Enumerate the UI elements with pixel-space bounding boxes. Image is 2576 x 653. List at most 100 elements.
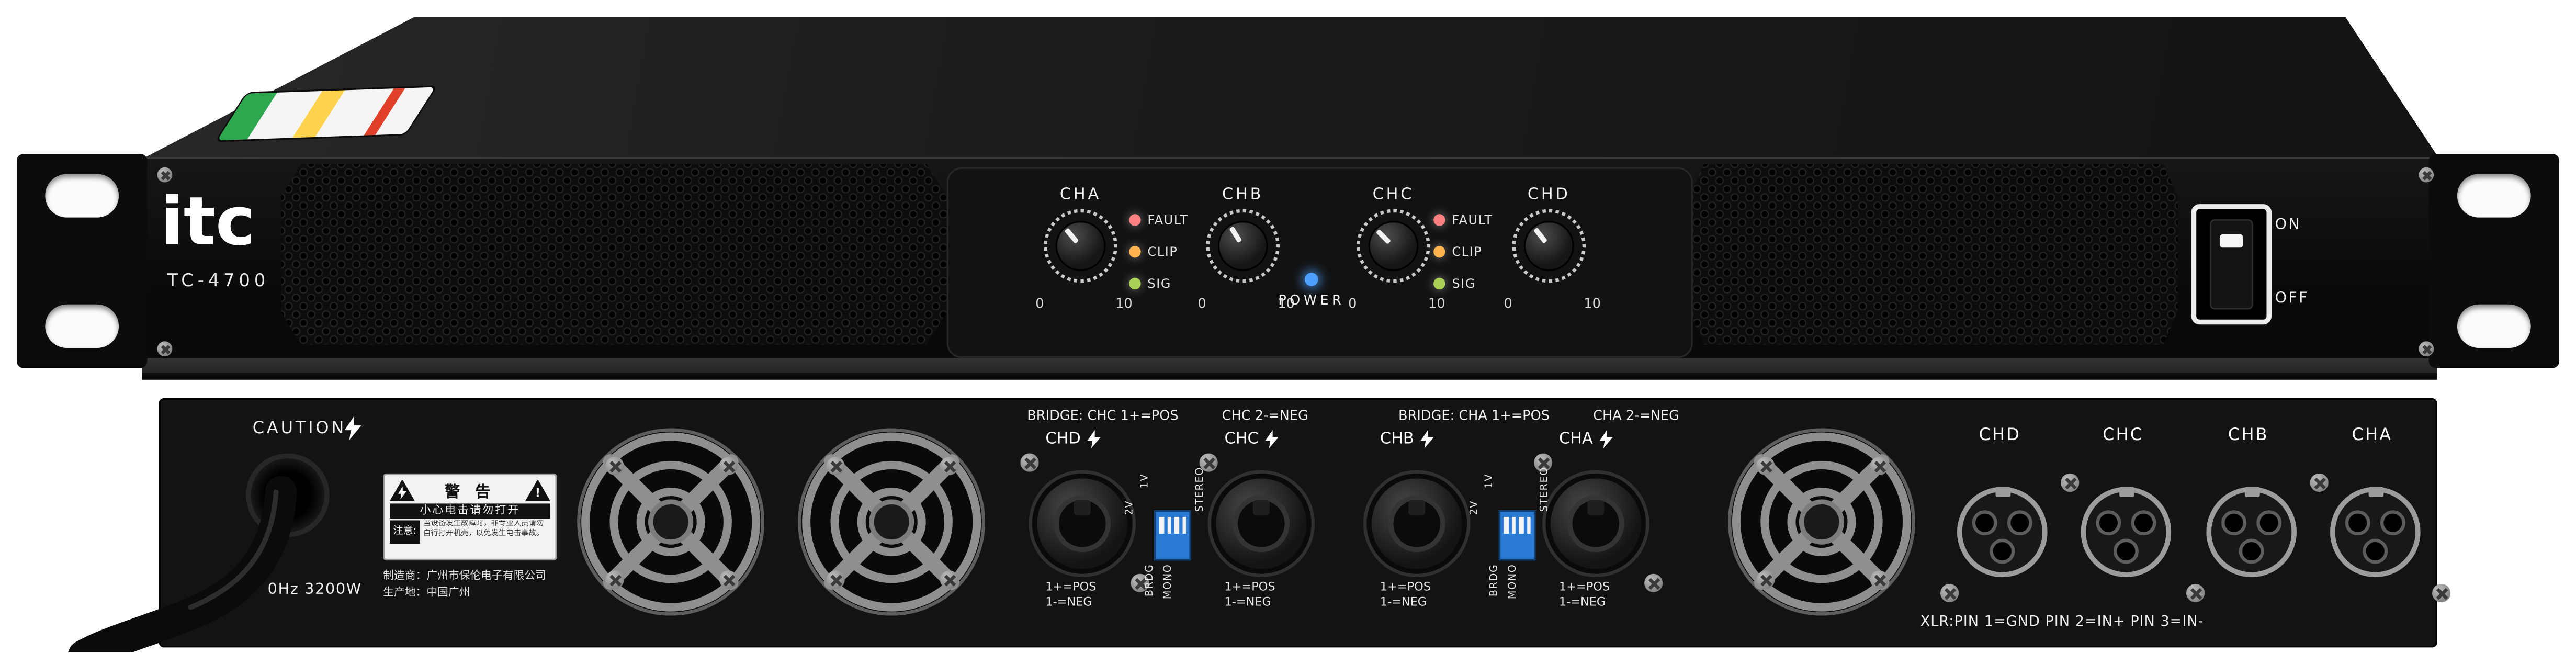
chassis-bottom-edge — [142, 358, 2437, 380]
channel-group-cha: CHA 0 10 — [1035, 185, 1132, 340]
knob-tick-ring — [1044, 209, 1117, 283]
warning-line: 小心电击请勿打开 — [389, 503, 550, 519]
screw-icon — [940, 570, 959, 589]
screw-icon — [719, 456, 738, 476]
power-rating: 0Hz 3200W — [267, 582, 362, 599]
origin-line: 生产地：中国广州 — [383, 586, 470, 599]
mode-dip-switch-left: 2V 1V STEREO BRDG MONO — [1124, 467, 1206, 600]
xlr-pinout-note: XLR:PIN 1=GND PIN 2=IN+ PIN 3=IN- — [1920, 614, 2204, 631]
cooling-fan — [798, 429, 985, 616]
dip-switch-block — [1498, 510, 1536, 561]
warning-title: 警 告 — [445, 484, 495, 501]
bolt-icon — [1265, 430, 1279, 448]
screw-icon — [1870, 456, 1889, 476]
rack-ear-right — [2428, 154, 2560, 368]
gain-knob-chd — [1512, 209, 1586, 283]
speakon-output-chb — [1371, 478, 1462, 569]
channel-group-chd: CHD 0 10 — [1504, 186, 1600, 340]
led-indicators-ab: FAULT CLIP SIG — [1129, 209, 1206, 305]
power-led — [1304, 273, 1318, 286]
scale-max: 10 — [1584, 296, 1601, 311]
channel-group-chb: CHB 0 10 — [1197, 185, 1294, 340]
screw-icon — [157, 341, 173, 357]
clip-led — [1433, 245, 1445, 257]
front-panel: itc TC-4700 CHA 0 10 FAULT CLIP SIG CHB — [16, 14, 2560, 380]
bolt-icon — [1420, 430, 1434, 448]
xlr-input-chd — [1957, 487, 2048, 578]
cooling-fan — [1728, 429, 1915, 616]
screw-icon — [1756, 570, 1775, 589]
bolt-icon — [1087, 430, 1101, 448]
rocker — [2209, 219, 2253, 310]
vent-grille-left — [281, 164, 947, 345]
fault-led — [1433, 213, 1445, 226]
screw-icon — [2061, 473, 2080, 492]
certification-sticker — [217, 87, 435, 141]
brand-logo: itc — [160, 184, 255, 261]
power-switch — [2191, 204, 2272, 325]
scale-min: 0 — [1035, 296, 1044, 311]
switch-on-label: ON — [2275, 217, 2302, 234]
knob-pointer — [1375, 229, 1391, 244]
screw-icon — [826, 570, 845, 589]
xlr-label-chc: CHC — [2103, 426, 2144, 445]
speakon-label-chc: CHC — [1224, 430, 1279, 448]
xlr-label-cha: CHA — [2352, 426, 2393, 445]
mode-dip-switch-right: 2V 1V STEREO BRDG MONO — [1468, 467, 1551, 600]
knob-tick-ring — [1357, 209, 1430, 283]
screw-icon — [605, 456, 624, 476]
screw-icon — [2186, 583, 2205, 603]
shock-triangle-icon — [389, 479, 415, 501]
channel-label: CHB — [1222, 185, 1264, 205]
screw-icon — [2419, 341, 2434, 357]
speakon-label-cha: CHA — [1559, 430, 1613, 448]
switch-off-label: OFF — [2275, 291, 2309, 308]
screw-icon — [719, 570, 738, 589]
screw-icon — [1534, 453, 1553, 472]
vent-grille-right — [1689, 164, 2178, 345]
notice-label: 注意: — [389, 520, 420, 544]
warning-label: 警 告 ! 小心电击请勿打开 注意: 当设备发生故障时，非专业人员请勿自行打开机… — [383, 473, 557, 561]
control-console: CHA 0 10 FAULT CLIP SIG CHB 0 — [946, 167, 1693, 358]
power-indicator: POWER — [1270, 273, 1353, 308]
screw-icon — [2310, 473, 2329, 492]
screw-icon — [940, 456, 959, 476]
scale-max: 10 — [1428, 296, 1445, 311]
knob-pointer — [1533, 228, 1547, 244]
signal-led — [1129, 277, 1141, 289]
xlr-label-chb: CHB — [2228, 426, 2269, 445]
rack-mount-hole — [45, 304, 119, 348]
rear-panel: CAUTION 警 告 ! 小心电击请勿打开 注意: 当设备发生故障时，非专业人… — [159, 398, 2451, 648]
clip-led — [1129, 245, 1141, 257]
xlr-input-chc — [2081, 487, 2172, 578]
screw-icon — [1756, 456, 1775, 476]
xlr-label-chd: CHD — [1979, 426, 2021, 445]
channel-label: CHA — [1059, 185, 1102, 205]
screw-icon — [1131, 573, 1149, 592]
manufacturer-line: 制造商：广州市保伦电子有限公司 — [383, 569, 546, 582]
scale-max: 10 — [1115, 296, 1133, 311]
speakon-label-chb: CHB — [1380, 430, 1434, 448]
gain-knob-chb — [1206, 209, 1280, 283]
bridge-note-right: BRIDGE: CHA 1+=POS CHA 2-=NEG — [1398, 408, 1679, 423]
rack-mount-hole — [45, 174, 119, 218]
power-label: POWER — [1278, 292, 1345, 308]
rack-mount-hole — [2457, 174, 2531, 218]
knob-tick-ring — [1206, 209, 1280, 283]
scale-max: 10 — [1278, 296, 1295, 311]
caution-label: CAUTION — [252, 420, 347, 438]
speakon-output-chc — [1216, 478, 1307, 569]
knob-pointer — [1064, 228, 1078, 244]
bolt-icon — [398, 486, 406, 500]
chassis-top — [139, 16, 2441, 161]
screw-icon — [157, 167, 173, 183]
speakon-output-cha — [1550, 478, 1641, 569]
fault-led — [1129, 213, 1141, 226]
screw-icon — [826, 456, 845, 476]
bolt-icon — [1599, 430, 1613, 448]
